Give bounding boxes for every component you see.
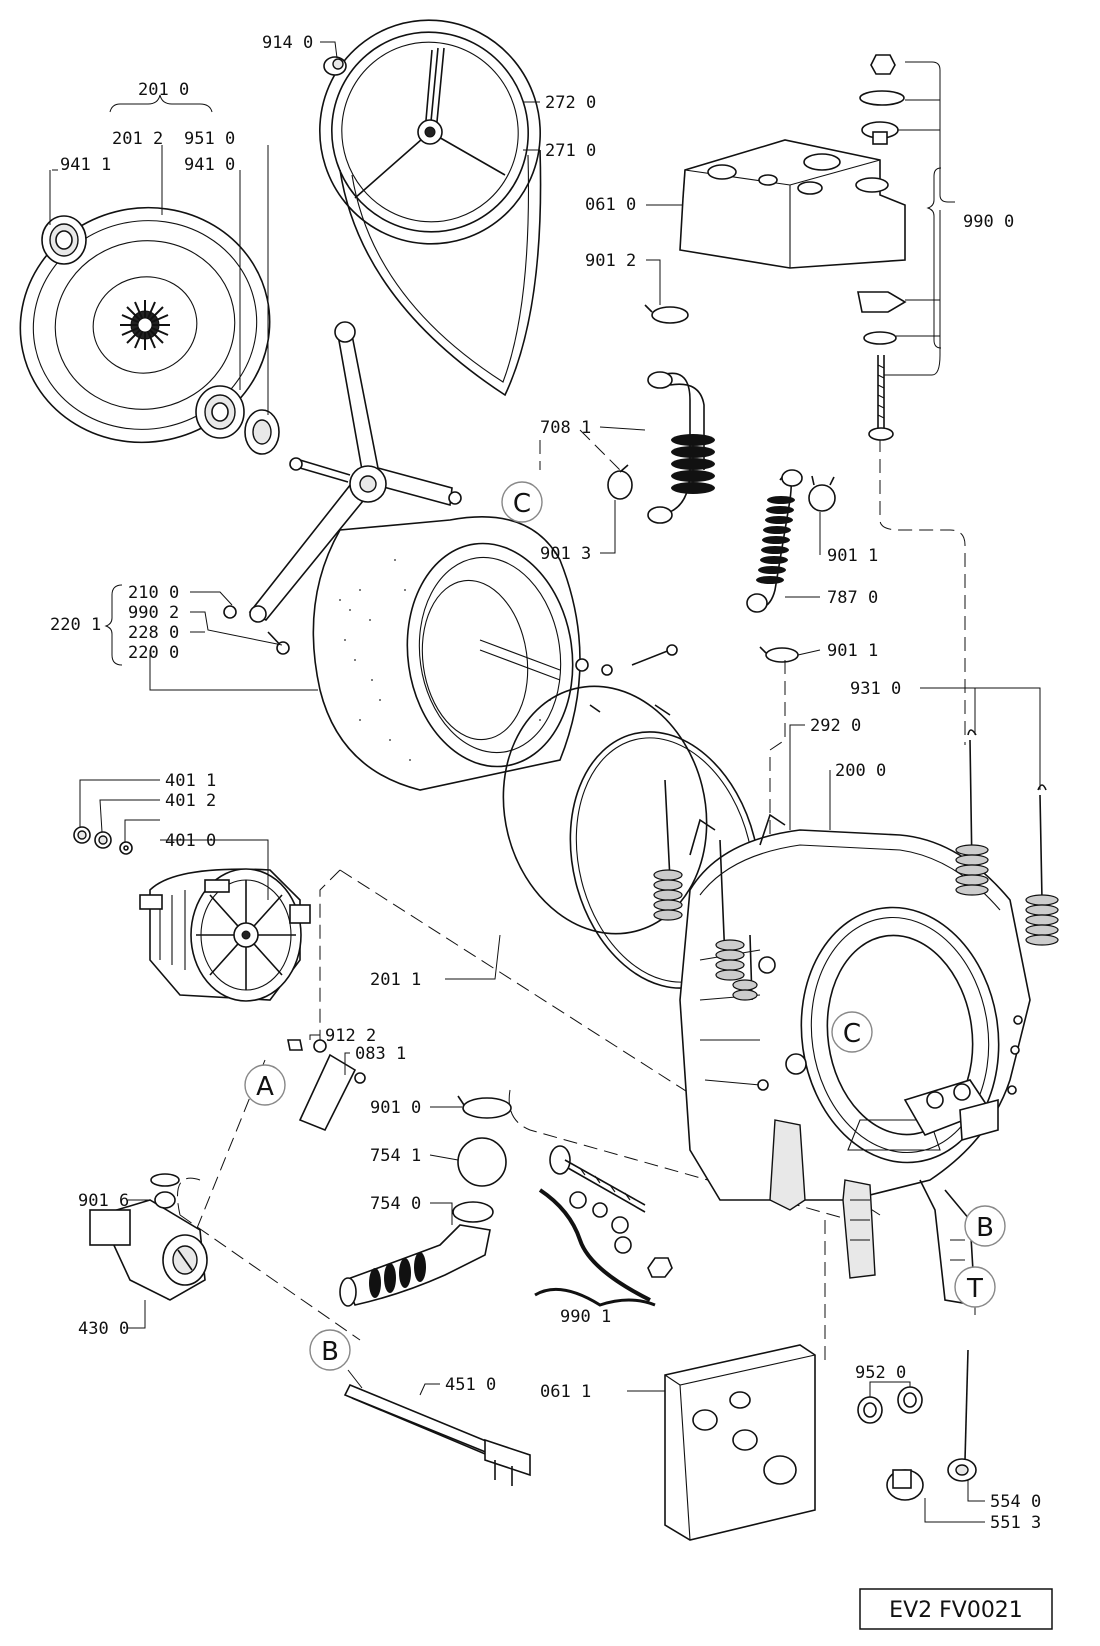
label-931-0: 931 0 [850,679,901,699]
label-200-0: 200 0 [835,761,886,781]
hose-708-1 [647,371,715,524]
counterweight-front [664,1344,816,1541]
bracket-083-1 [287,1039,366,1132]
callout-A: A [244,1064,286,1106]
label-901-0: 901 0 [370,1098,421,1118]
label-912-2: 912 2 [325,1026,376,1046]
bearing-941-0 [195,385,245,439]
label-220-1: 220 1 [50,615,101,635]
label-201-2: 201 2 [112,129,163,149]
label-451-0: 451 0 [445,1375,496,1395]
counterweight-top [679,54,907,441]
motor-group [73,826,311,1002]
part-labels: 914 0 272 0 271 0 201 0 201 2 951 0 941 … [50,33,1041,1533]
diagram-reference-box: EV2 FV0021 [859,1588,1053,1630]
label-901-1-upper: 901 1 [827,546,878,566]
callout-C-upper: C [501,481,543,523]
svg-text:C: C [513,489,531,519]
hardware-990-1 [538,1145,673,1302]
heater-element [343,1383,531,1486]
callout-C-lower: C [831,1011,873,1053]
callout-T: T [954,1266,996,1308]
label-941-1: 941 1 [60,155,111,175]
clamp-901-1-lower [759,646,799,663]
hose-787-0 [746,469,803,613]
svg-text:B: B [321,1337,339,1367]
label-228-0: 228 0 [128,623,179,643]
label-401-2: 401 2 [165,791,216,811]
clamp-901-3 [607,464,633,500]
label-083-1: 083 1 [355,1044,406,1064]
svg-text:T: T [966,1274,983,1304]
leader-lines [49,41,1041,1523]
label-401-1: 401 1 [165,771,216,791]
svg-text:A: A [256,1072,274,1102]
label-201-0: 201 0 [138,80,189,100]
label-901-3: 901 3 [540,544,591,564]
svg-text:B: B [976,1213,994,1243]
svg-text:C: C [843,1019,861,1049]
drive-belt [339,149,542,397]
pulley-group [319,19,542,397]
ball-754-1 [457,1137,507,1187]
clamp-901-0 [457,1095,512,1119]
label-272-0: 272 0 [545,93,596,113]
callout-B-tub: B [964,1205,1006,1247]
label-551-3: 551 3 [990,1513,1041,1533]
label-901-1-lower: 901 1 [827,641,878,661]
diagram-reference: EV2 FV0021 [889,1598,1023,1623]
hardware-stack-990-0 [857,54,907,441]
label-990-0: 990 0 [963,212,1014,232]
clamp-901-2 [644,304,689,324]
label-952-0: 952 0 [855,1363,906,1383]
label-401-0: 401 0 [165,831,216,851]
label-901-2: 901 2 [585,251,636,271]
label-292-0: 292 0 [810,716,861,736]
label-061-1: 061 1 [540,1382,591,1402]
suspension-springs [653,729,1059,1001]
label-754-0: 754 0 [370,1194,421,1214]
label-914-0: 914 0 [262,33,313,53]
clamp-901-1-upper [808,475,836,512]
label-787-0: 787 0 [827,588,878,608]
callout-B-heater: B [309,1329,351,1371]
pulley-screw [323,56,347,76]
sensor-551-3 [886,1469,924,1501]
seals-952-0 [857,1386,923,1424]
tub-seal-201-1 [502,685,708,935]
motor-fixings [73,826,133,855]
label-990-1: 990 1 [560,1307,611,1327]
sump-hose [339,1201,494,1307]
label-554-0: 554 0 [990,1492,1041,1512]
label-901-6: 901 6 [78,1191,129,1211]
group-braces [104,167,942,1307]
label-220-0: 220 0 [128,643,179,663]
label-201-1: 201 1 [370,970,421,990]
label-210-0: 210 0 [128,583,179,603]
label-951-0: 951 0 [184,129,235,149]
label-941-0: 941 0 [184,155,235,175]
seal-951-0 [244,409,280,455]
ntc-554-0 [947,1349,977,1482]
bearing-941-1 [41,215,87,265]
label-708-1: 708 1 [540,418,591,438]
label-061-0: 061 0 [585,195,636,215]
drain-pump [89,1173,208,1301]
rear-flange-group [19,206,280,455]
label-754-1: 754 1 [370,1146,421,1166]
label-271-0: 271 0 [545,141,596,161]
label-430-0: 430 0 [78,1319,129,1339]
label-990-2: 990 2 [128,603,179,623]
drum-group [223,321,678,791]
